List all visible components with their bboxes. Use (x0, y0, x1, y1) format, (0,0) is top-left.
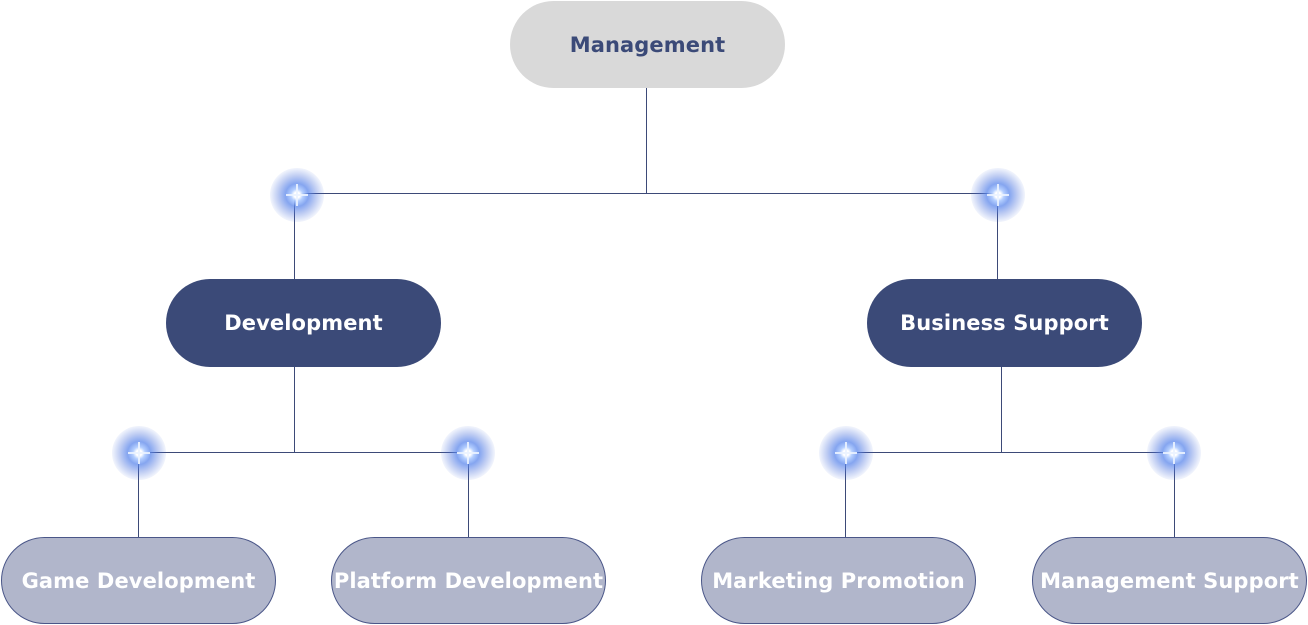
node-management: Management (510, 1, 785, 88)
node-platform-development-label: Platform Development (333, 568, 604, 593)
node-development: Development (166, 279, 441, 367)
junction-glow-game-development (112, 426, 166, 480)
connector-to-management-support (1174, 453, 1175, 538)
connector-business-support-down (1001, 367, 1002, 453)
connector-to-platform-development (468, 453, 469, 538)
node-marketing-promotion: Marketing Promotion (701, 537, 976, 624)
node-game-development: Game Development (1, 537, 276, 624)
junction-glow-management-support (1147, 426, 1201, 480)
node-management-support-label: Management Support (1040, 568, 1299, 593)
connector-development-bar (138, 452, 469, 453)
junction-glow-development (270, 168, 324, 222)
connector-to-marketing-promotion (845, 453, 846, 538)
connector-to-business-support (997, 194, 998, 280)
node-business-support-label: Business Support (900, 311, 1109, 335)
connector-to-game-development (138, 453, 139, 538)
connector-development-down (294, 367, 295, 453)
node-development-label: Development (224, 311, 383, 335)
node-game-development-label: Game Development (21, 568, 256, 593)
connector-to-development (294, 194, 295, 280)
connector-branch-bar (295, 193, 999, 194)
node-management-label: Management (569, 32, 726, 57)
node-platform-development: Platform Development (331, 537, 606, 624)
junction-glow-platform-development (441, 426, 495, 480)
connector-business-support-bar (845, 452, 1175, 453)
node-business-support: Business Support (867, 279, 1142, 367)
node-management-support: Management Support (1032, 537, 1307, 624)
connector-root-down (646, 88, 647, 194)
node-marketing-promotion-label: Marketing Promotion (712, 568, 965, 593)
junction-glow-marketing-promotion (819, 426, 873, 480)
junction-glow-business-support (971, 168, 1025, 222)
